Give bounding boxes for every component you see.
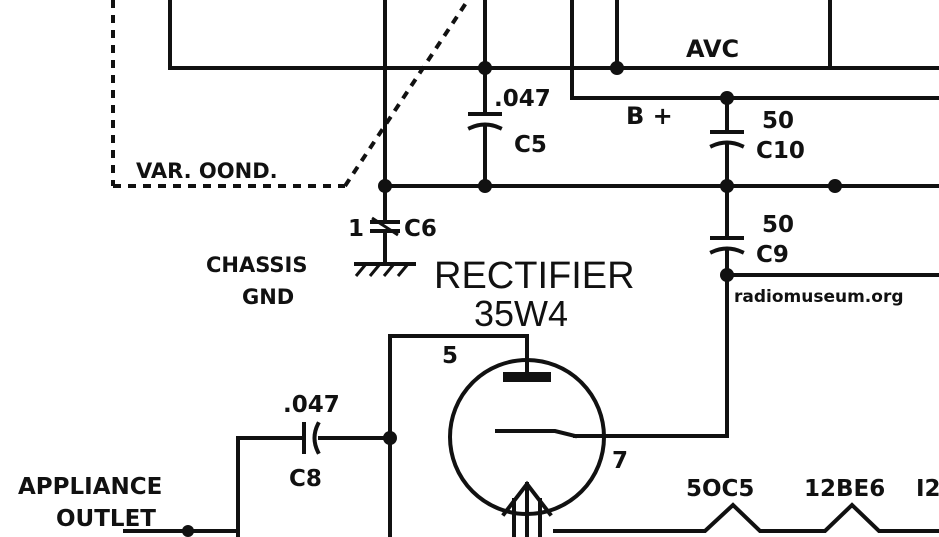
capacitor-c9 (709, 184, 939, 438)
c10-value-label: 50 (762, 108, 794, 134)
c8-name-label: C8 (289, 466, 322, 492)
b-plus-wires (570, 0, 939, 100)
b-plus-label: B + (626, 102, 673, 130)
var-cond-label: VAR. OOND. (136, 159, 278, 183)
capacitor-c6 (370, 184, 400, 264)
pin-7-label: 7 (612, 448, 628, 474)
c10-name-label: C10 (756, 138, 805, 164)
c8-value-label: .047 (283, 392, 340, 418)
gnd-label: GND (242, 285, 294, 309)
avc-label: AVC (686, 35, 739, 63)
c5-value-label: .047 (494, 86, 551, 112)
c9-name-label: C9 (756, 242, 789, 268)
c5-name-label: C5 (514, 132, 547, 158)
watermark: radiomuseum.org (730, 282, 939, 310)
pin-5-label: 5 (442, 343, 458, 369)
c6-value-label: 1 (348, 216, 364, 242)
rectifier-title: RECTIFIER (434, 255, 635, 297)
rectifier-tube-label: 35W4 (474, 293, 568, 334)
heater-string (553, 502, 939, 533)
c6-name-label: C6 (404, 216, 437, 242)
capacitor-c8 (236, 421, 321, 537)
avc-bus-wires (168, 0, 939, 188)
chassis-label: CHASSIS (206, 253, 307, 277)
capacitor-c5 (467, 66, 503, 188)
outlet-label: OUTLET (56, 506, 156, 532)
tube-12-partial-label: I2 (916, 476, 939, 502)
watermark-text: radiomuseum.org (734, 287, 904, 307)
capacitor-c10 (709, 96, 745, 188)
appliance-label: APPLIANCE (18, 474, 162, 500)
variable-condenser-link (111, 0, 470, 188)
rectifier-tube (448, 334, 729, 537)
tube-12be6-label: 12BE6 (804, 476, 885, 502)
c9-value-label: 50 (762, 212, 794, 238)
junction-dots (182, 61, 842, 537)
chassis-ground-symbol (354, 262, 416, 277)
tube-50c5-label: 5OC5 (686, 476, 754, 502)
